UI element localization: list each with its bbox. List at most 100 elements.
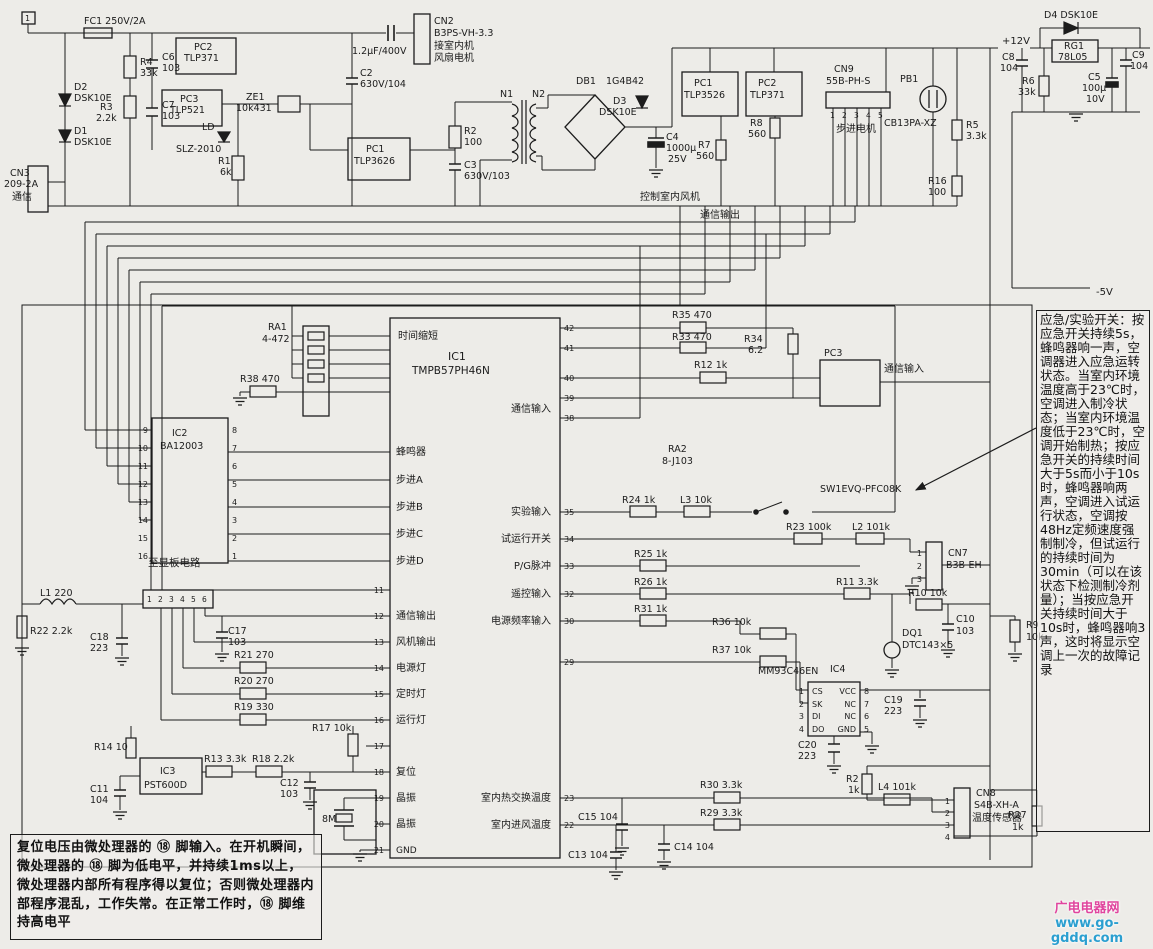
component-label: 7 (232, 444, 237, 453)
component-label: TMPB57PH46N (411, 365, 490, 377)
component-label: RA1 (268, 322, 287, 333)
component-label: C2 (360, 68, 373, 79)
component-label: 步进A (396, 474, 423, 486)
component-label: R18 2.2k (252, 754, 295, 765)
component-label: MM93C46EN (758, 666, 818, 677)
component-label: 1000μ (666, 143, 696, 154)
component-label: D4 DSK10E (1044, 10, 1098, 21)
component-label: R8 (750, 118, 763, 129)
component-label: 控制室内风机 (640, 190, 700, 203)
component-label: 223 (90, 643, 108, 654)
component-label: C7 (162, 100, 175, 111)
component-label: CN2 (434, 16, 454, 27)
component-label: 5 (864, 725, 869, 734)
component-label: C13 104 (568, 850, 608, 861)
component-label: 2 (158, 595, 163, 604)
component-label: 通信输入 (884, 362, 924, 375)
bridge-rectifier-db1 (564, 94, 626, 160)
resistor-array-ra1-box (302, 325, 330, 417)
component-label: D3 (613, 96, 626, 107)
component-label: 实验输入 (511, 505, 551, 518)
component-label: R38 470 (240, 374, 280, 385)
component-label: C15 104 (578, 812, 618, 823)
component-label: CN7 (948, 548, 968, 559)
component-label: VCC (839, 687, 856, 696)
component-label: C8 (1002, 52, 1015, 63)
component-label: 风机输出 (396, 635, 436, 648)
component-label: 630V/103 (464, 171, 510, 182)
component-label: 步进D (396, 555, 424, 567)
component-label: 1 (232, 552, 237, 561)
component-label: 209-2A (4, 179, 39, 190)
component-label: D1 (74, 126, 87, 137)
component-label: 1G4B42 (606, 76, 644, 87)
opto-pc3-box (161, 89, 223, 127)
component-label: -5V (1096, 287, 1113, 298)
component-label: R27 (1008, 810, 1027, 821)
component-label: 630V/104 (360, 79, 406, 90)
component-label: RA2 (668, 444, 687, 455)
component-label: R13 3.3k (204, 754, 247, 765)
component-label: 1 (147, 595, 152, 604)
component-label: RG1 (1064, 41, 1084, 52)
component-label: L1 220 (40, 588, 73, 599)
component-label: SK (812, 700, 823, 709)
component-label: 13 (374, 638, 384, 647)
component-label: 1 (25, 14, 30, 23)
component-label: R6 (1022, 76, 1035, 87)
component-label: TLP3626 (353, 156, 395, 167)
component-label: 10k431 (236, 103, 272, 114)
component-label: 15 (374, 690, 384, 699)
opto-pc2-box (175, 37, 237, 75)
transistor-dq1 (883, 641, 901, 659)
component-label: 定时灯 (396, 687, 426, 700)
component-label: 8M (322, 814, 336, 825)
component-label: 复位 (396, 765, 416, 778)
component-label: PC1 (694, 78, 712, 89)
component-label: 223 (798, 751, 816, 762)
component-label: 3 (169, 595, 174, 604)
component-label: R11 3.3k (836, 577, 879, 588)
component-label: PC2 (758, 78, 776, 89)
component-label: TLP3526 (683, 90, 725, 101)
component-label: DSK10E (74, 137, 112, 148)
component-label: C5 (1088, 72, 1101, 83)
component-label: C9 (1132, 50, 1145, 61)
component-label: 104 (90, 795, 108, 806)
component-label: R31 1k (634, 604, 668, 615)
component-label: 10 (138, 444, 148, 453)
component-label: R19 330 (234, 702, 274, 713)
component-label: C4 (666, 132, 679, 143)
component-label: 22 (564, 821, 574, 830)
component-label: 12 (138, 480, 148, 489)
component-label: 30 (564, 617, 574, 626)
component-label: R5 (966, 120, 979, 131)
component-label: 13 (138, 498, 148, 507)
component-label: 通信 (12, 191, 32, 203)
component-label: 103 (162, 63, 180, 74)
component-label: R4 (140, 57, 153, 68)
component-label: IC1 (448, 350, 466, 363)
component-label: 运行灯 (396, 713, 426, 726)
component-label: CN9 (834, 64, 854, 75)
component-label: DSK10E (599, 107, 637, 118)
ic3-reset-box (139, 757, 203, 795)
component-label: C6 (162, 52, 175, 63)
component-label: R10 10k (908, 588, 948, 599)
component-label: 6.2 (748, 345, 763, 356)
terminal-1-box (21, 11, 36, 25)
component-label: 33k (140, 68, 158, 79)
component-label: 78L05 (1058, 52, 1087, 63)
component-box-layer (21, 11, 1099, 859)
component-label: R14 10 (94, 742, 128, 753)
component-label: CB13PA-XZ (884, 118, 937, 129)
component-label: 电源灯 (396, 661, 426, 674)
component-label: 3 (799, 712, 804, 721)
component-label: 6 (202, 595, 207, 604)
component-label: 29 (564, 658, 574, 667)
component-label: 34 (564, 535, 574, 544)
component-label: 25V (668, 154, 687, 165)
component-label: 4 (866, 111, 871, 120)
